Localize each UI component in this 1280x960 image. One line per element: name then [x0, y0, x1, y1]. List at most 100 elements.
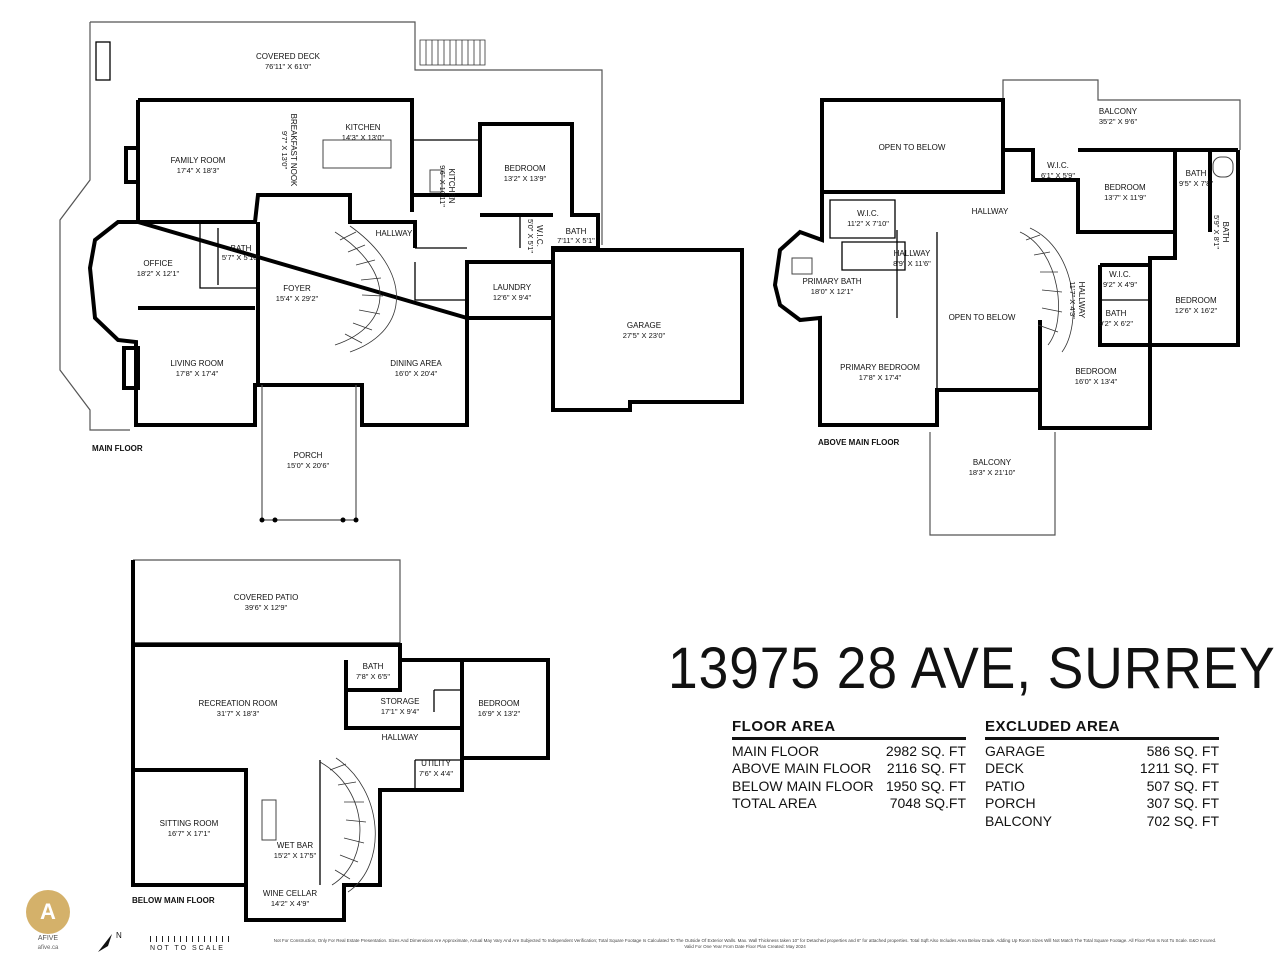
- open-below2-name: OPEN TO BELOW: [949, 313, 1016, 322]
- breakfast-nook-dim: 9'7" X 13'0": [280, 131, 289, 170]
- wic-main-dim: 5'0" X 5'1": [526, 219, 535, 253]
- recreation-room-name: RECREATION ROOM: [199, 699, 278, 708]
- family-room-dim: 17'4" X 18'3": [177, 166, 220, 175]
- covered-patio-name: COVERED PATIO: [234, 593, 299, 602]
- recreation-room-dim: 31'7" X 18'3": [217, 709, 260, 718]
- bedroom-main-dim: 13'2" X 13'9": [504, 174, 547, 183]
- covered-deck-name: COVERED DECK: [256, 52, 321, 61]
- living-fireplace: [122, 346, 140, 390]
- upper-tub: [1212, 156, 1234, 178]
- kitchen-dim: 14'3" X 13'0": [342, 133, 385, 142]
- garage-dim: 27'5" X 23'0": [623, 331, 666, 340]
- sitting-room-dim: 16'7" X 17'1": [168, 829, 211, 838]
- bath-main1-name: BATH: [231, 244, 252, 253]
- bedroom-low-name: BEDROOM: [478, 699, 520, 708]
- bedroom-up3-name: BEDROOM: [1075, 367, 1117, 376]
- hallway-up3-name: HALLWAY: [1077, 282, 1086, 319]
- bath-up2-name: BATH: [1221, 222, 1230, 243]
- kitchen-sink: [429, 169, 443, 193]
- bath-main2-dim: 7'11" X 5'1": [557, 236, 595, 245]
- above-floor-label: ABOVE MAIN FLOOR: [818, 438, 900, 447]
- kitchen-island: [322, 139, 392, 169]
- main-floor-label: MAIN FLOOR: [92, 444, 143, 453]
- wine-cellar-dim: 14'2" X 4'9": [271, 899, 310, 908]
- scale-note: NOT TO SCALE: [150, 945, 225, 952]
- primary-bath-name: PRIMARY BATH: [802, 277, 861, 286]
- living-room-name: LIVING ROOM: [170, 359, 224, 368]
- below-floor-label: BELOW MAIN FLOOR: [132, 896, 215, 905]
- property-address: 13975 28 AVE, SURREY: [668, 636, 1276, 701]
- primary-bedroom-name: PRIMARY BEDROOM: [840, 363, 920, 372]
- primary-bedroom-dim: 17'8" X 17'4": [859, 373, 902, 382]
- breakfast-nook-name: BREAKFAST NOOK: [289, 114, 298, 187]
- wet-bar-name: WET BAR: [277, 841, 314, 850]
- utility-name: UTILITY: [421, 759, 451, 768]
- excluded-area-title: EXCLUDED AREA: [985, 718, 1219, 740]
- primary-tub: [791, 257, 813, 275]
- family-fireplace: [124, 146, 140, 184]
- dining-area-dim: 16'0" X 20'4": [395, 369, 438, 378]
- office-dim: 18'2" X 12'1": [137, 269, 180, 278]
- bath-up2-dim: 5'9" X 8'1": [1212, 215, 1221, 249]
- wic-up1-dim: 6'1" X 5'9": [1041, 171, 1075, 180]
- hallway-up2-dim: 8'9" X 11'6": [893, 259, 931, 268]
- wic-main-name: W.I.C.: [535, 225, 544, 247]
- kitchen-name: KITCHEN: [345, 123, 380, 132]
- covered-deck-dim: 76'11" X 61'0": [265, 62, 311, 71]
- north-label: N: [116, 931, 122, 940]
- bath-main2-name: BATH: [566, 227, 587, 236]
- wic-up1-name: W.I.C.: [1047, 161, 1069, 170]
- balcony-bottom-dim: 18'3" X 21'10": [969, 468, 1016, 477]
- above-floor-plan: [772, 79, 1241, 536]
- logo-name: AFIVE: [37, 935, 59, 942]
- wic-up3-dim: 9'2" X 4'9": [1103, 280, 1137, 289]
- hallway-up3-dim: 11'7" X 4'3": [1068, 281, 1077, 319]
- hallway-low-name: HALLWAY: [382, 733, 419, 742]
- north-arrow-icon: N: [98, 931, 122, 952]
- bedroom-up2-dim: 12'6" X 16'2": [1175, 306, 1218, 315]
- office-name: OFFICE: [143, 259, 172, 268]
- wet-bar-dim: 15'2" X 17'5": [274, 851, 317, 860]
- wine-cellar-name: WINE CELLAR: [263, 889, 317, 898]
- covered-patio-dim: 39'6" X 12'9": [245, 603, 288, 612]
- living-room-dim: 17'8" X 17'4": [176, 369, 219, 378]
- family-room-name: FAMILY ROOM: [171, 156, 226, 165]
- bath-up3-dim: 9'2" X 6'2": [1099, 319, 1133, 328]
- foyer-dim: 15'4" X 29'2": [276, 294, 319, 303]
- hallway-up2-name: HALLWAY: [894, 249, 931, 258]
- foyer-name: FOYER: [283, 284, 311, 293]
- balcony-top-name: BALCONY: [1099, 107, 1138, 116]
- disclaimer-text: Not For Construction, Only For Real Esta…: [273, 938, 1217, 949]
- main-floor-plan: [59, 21, 744, 523]
- balcony-bottom-name: BALCONY: [973, 458, 1012, 467]
- storage-dim: 17'1" X 9'4": [381, 707, 420, 716]
- porch-name: PORCH: [294, 451, 323, 460]
- bedroom-main-name: BEDROOM: [504, 164, 546, 173]
- logo-url: afive.ca: [37, 945, 59, 951]
- bath-up1-dim: 9'5" X 7'8": [1179, 179, 1213, 188]
- wic-up2-dim: 11'2" X 7'10": [847, 219, 889, 228]
- deck-fireplace: [95, 41, 111, 81]
- hallway-up-name: HALLWAY: [972, 207, 1009, 216]
- bath-low-dim: 7'8" X 6'5": [356, 672, 390, 681]
- dining-area-name: DINING AREA: [390, 359, 442, 368]
- scale-bar-icon: [150, 936, 232, 942]
- bath-up3-name: BATH: [1106, 309, 1127, 318]
- logo-letter: A: [40, 899, 56, 924]
- bath-up1-name: BATH: [1186, 169, 1207, 178]
- bedroom-low-dim: 16'9" X 13'2": [478, 709, 521, 718]
- bath-low-name: BATH: [363, 662, 384, 671]
- laundry-dim: 12'6" X 9'4": [493, 293, 532, 302]
- kitchen2-name: KITCHEN: [447, 168, 456, 203]
- garage-name: GARAGE: [627, 321, 661, 330]
- storage-name: STORAGE: [381, 697, 420, 706]
